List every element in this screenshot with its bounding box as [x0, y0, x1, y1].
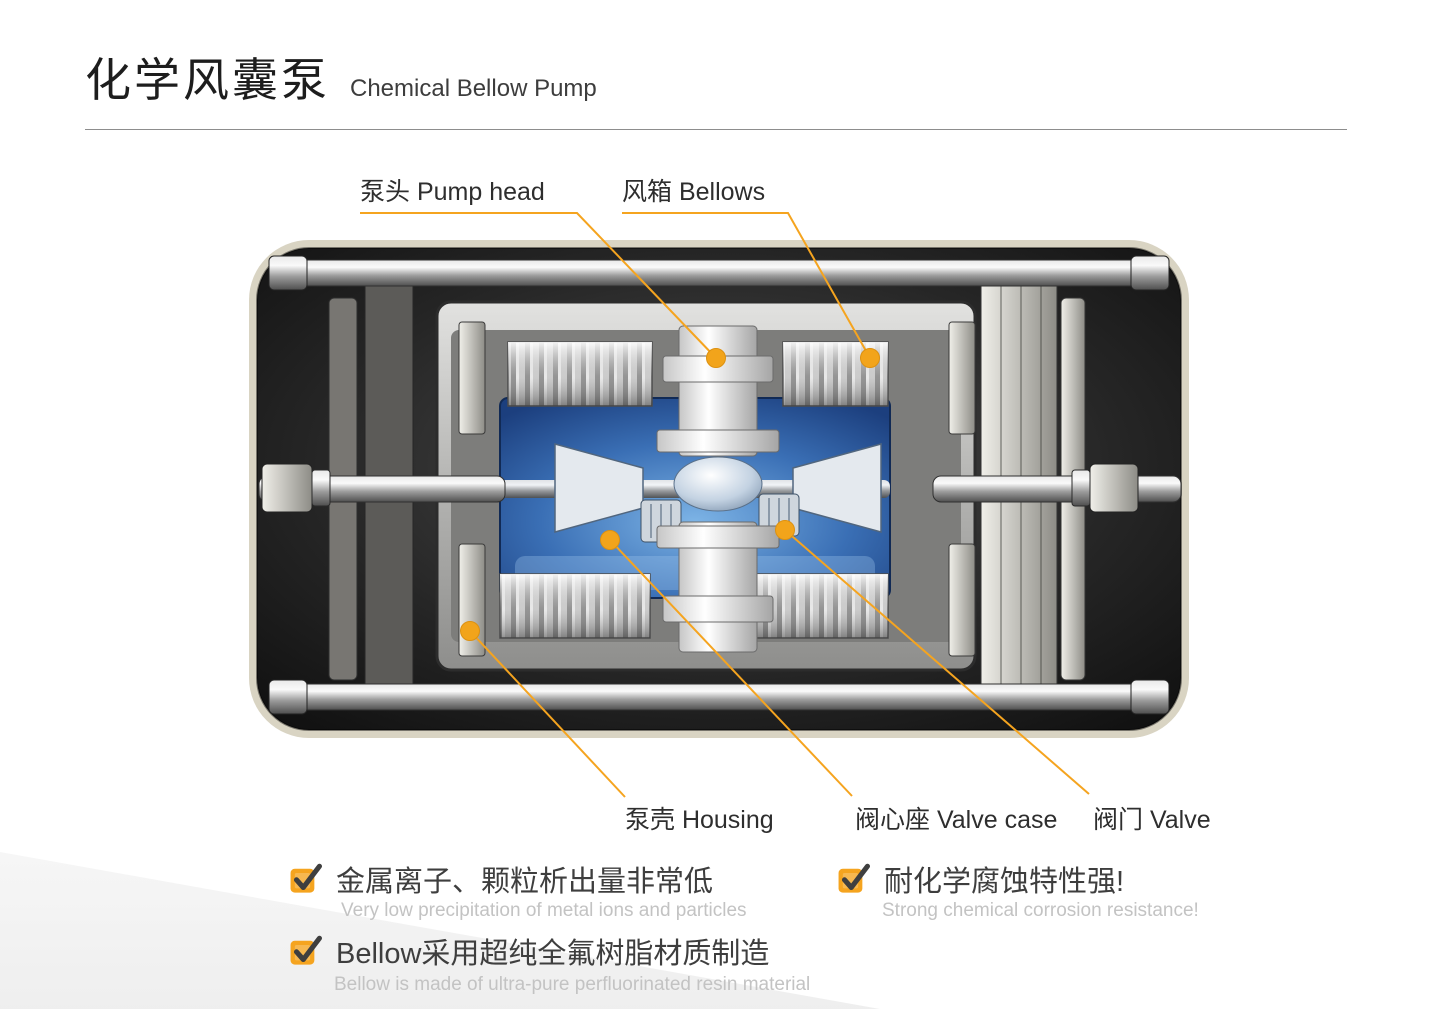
bellows-top-left — [507, 341, 653, 407]
label-pump-head: 泵头 Pump head — [360, 178, 545, 206]
header-divider — [85, 129, 1347, 130]
feature-en: Very low precipitation of metal ions and… — [341, 900, 747, 921]
feature-en: Bellow is made of ultra-pure perfluorina… — [334, 974, 811, 995]
pump-diagram — [249, 240, 1189, 738]
label-valve-case: 阀心座 Valve case — [855, 806, 1058, 834]
feature-zh: 耐化学腐蚀特性强! — [884, 866, 1125, 898]
valve-assembly — [554, 443, 882, 543]
checkbox-icon — [288, 934, 322, 968]
label-bellows: 风箱 Bellows — [622, 178, 766, 206]
label-housing: 泵壳 Housing — [625, 806, 774, 834]
feature-zh: 金属离子、颗粒析出量非常低 — [336, 866, 714, 898]
page-title-zh: 化学风囊泵 — [85, 54, 330, 106]
feature-row-metal-ions: 金属离子、颗粒析出量非常低 — [288, 858, 713, 900]
feature-row-bellow-material: Bellow采用超纯全氟树脂材质制造 — [288, 930, 769, 972]
bellows-bottom-left — [499, 573, 651, 639]
header: 化学风囊泵 Chemical Bellow Pump — [85, 44, 597, 110]
feature-row-corrosion: 耐化学腐蚀特性强! — [836, 858, 1124, 900]
label-valve: 阀门 Valve — [1093, 806, 1211, 834]
bellows-top-right — [782, 341, 889, 407]
feature-zh: Bellow采用超纯全氟树脂材质制造 — [336, 938, 770, 970]
checkbox-icon — [288, 862, 322, 896]
feature-en: Strong chemical corrosion resistance! — [882, 900, 1199, 921]
page-title-en: Chemical Bellow Pump — [350, 75, 597, 102]
checkbox-icon — [836, 862, 870, 896]
